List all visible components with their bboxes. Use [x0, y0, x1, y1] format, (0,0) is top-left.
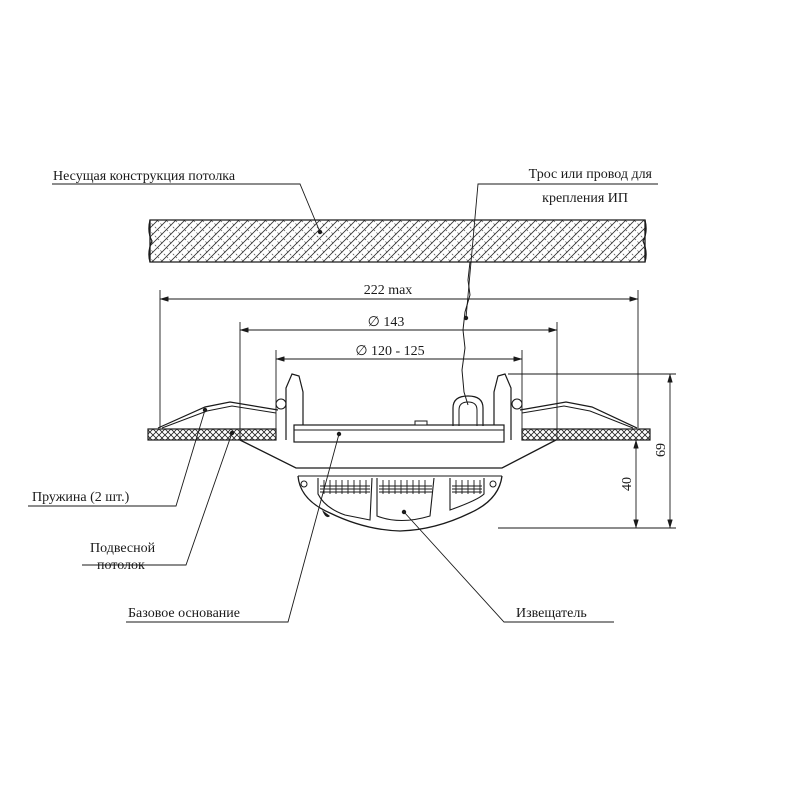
- springs: [157, 398, 638, 429]
- dim-height-total: 69: [654, 443, 669, 457]
- leader-lines: [28, 183, 658, 623]
- dim-outer-diameter: ∅ 143: [368, 315, 405, 330]
- ceiling-structure: [148, 219, 647, 263]
- label-spring: Пружина (2 шт.): [32, 490, 130, 505]
- base: [239, 373, 557, 469]
- label-detector: Извещатель: [516, 606, 587, 621]
- leader-dots: [202, 229, 469, 515]
- label-ceiling-structure: Несущая конструкция потолка: [53, 169, 236, 184]
- label-base: Базовое основание: [128, 606, 240, 621]
- dim-height-visible: 40: [620, 477, 635, 491]
- label-cable-line2: крепления ИП: [542, 191, 628, 206]
- label-suspended-line2: потолок: [97, 558, 145, 573]
- detector-vents: [317, 477, 485, 522]
- label-cable-line1: Трос или провод для: [529, 167, 653, 182]
- dim-overall: 222 max: [364, 283, 413, 298]
- suspended-ceiling: [147, 428, 651, 441]
- label-suspended-line1: Подвесной: [90, 541, 156, 556]
- dimension-lines: [159, 290, 676, 529]
- dim-cutout-diameter: ∅ 120 - 125: [355, 344, 424, 359]
- detector: [297, 475, 503, 532]
